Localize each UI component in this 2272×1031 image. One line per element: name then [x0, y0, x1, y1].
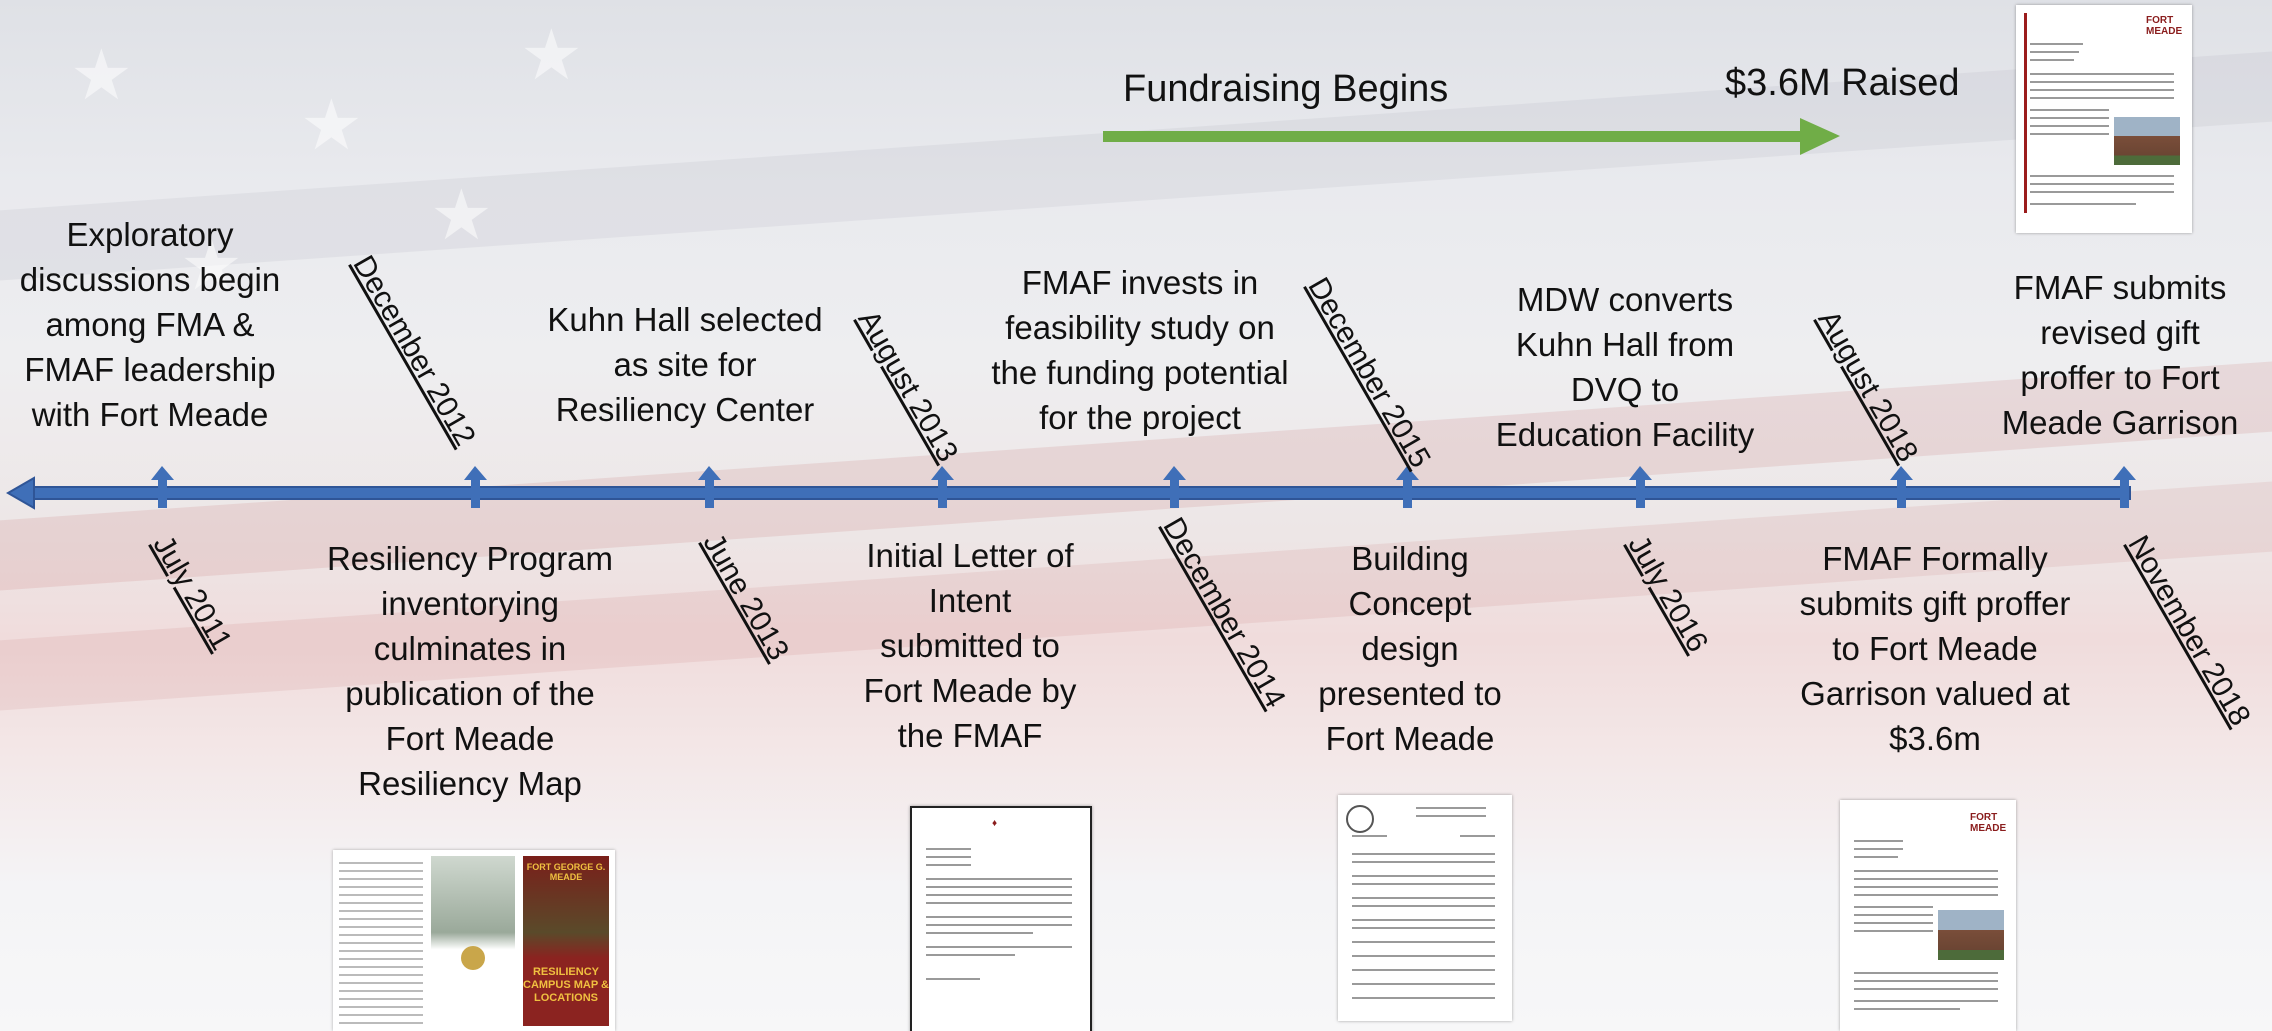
star-icon: ★	[520, 16, 583, 94]
tick-marks	[151, 466, 2136, 508]
amount-raised-label: $3.6M Raised	[1725, 62, 1960, 104]
army-seal-icon	[1346, 805, 1374, 833]
tick-july-2016	[1629, 466, 1652, 508]
letter-of-intent-thumbnail: ♦	[910, 806, 1092, 1031]
tick-june-2013	[698, 466, 721, 508]
tick-august-2013	[931, 466, 954, 508]
tick-november-2018	[2113, 466, 2136, 508]
gift-proffer-letter-thumbnail-bottom: FORT MEADE	[1840, 800, 2016, 1031]
resiliency-map-thumbnail: FORT GEORGE G. MEADE RESILIENCY CAMPUS M…	[333, 850, 615, 1031]
tick-december-2012	[464, 466, 487, 508]
gift-proffer-letter-thumbnail-top: FORT MEADE	[2016, 5, 2192, 233]
seal-icon	[461, 946, 485, 970]
map-cover-subtitle: RESILIENCY CAMPUS MAP & LOCATIONS	[523, 966, 609, 1004]
map-panel-front: FORT GEORGE G. MEADE RESILIENCY CAMPUS M…	[523, 856, 609, 1026]
star-icon: ★	[300, 86, 363, 164]
tick-december-2015	[1396, 466, 1419, 508]
building-concept-memo-thumbnail	[1338, 795, 1512, 1021]
fundraising-begins-label: Fundraising Begins	[1123, 68, 1449, 110]
building-photo	[1938, 910, 2004, 960]
map-panel-cover	[431, 856, 515, 1026]
fort-meade-logo: FORT MEADE	[2146, 15, 2183, 37]
map-panel-list	[339, 856, 423, 1026]
tick-december-2014	[1163, 466, 1186, 508]
building-photo	[2114, 117, 2180, 165]
map-cover-title: FORT GEORGE G. MEADE	[526, 862, 606, 882]
tick-july-2011	[151, 466, 174, 508]
star-icon: ★	[70, 36, 133, 114]
timeline-axis	[29, 486, 2131, 500]
star-icon: ★	[180, 226, 243, 304]
star-icon: ★	[430, 176, 493, 254]
timeline-axis-left-arrow	[5, 476, 35, 510]
fundraising-arrow-shaft	[1103, 131, 1803, 142]
fort-meade-logo: FORT MEADE	[1970, 812, 2007, 834]
fundraising-arrow-head	[1800, 118, 1840, 155]
fmaf-logo: ♦	[992, 818, 998, 829]
tick-august-2018	[1890, 466, 1913, 508]
